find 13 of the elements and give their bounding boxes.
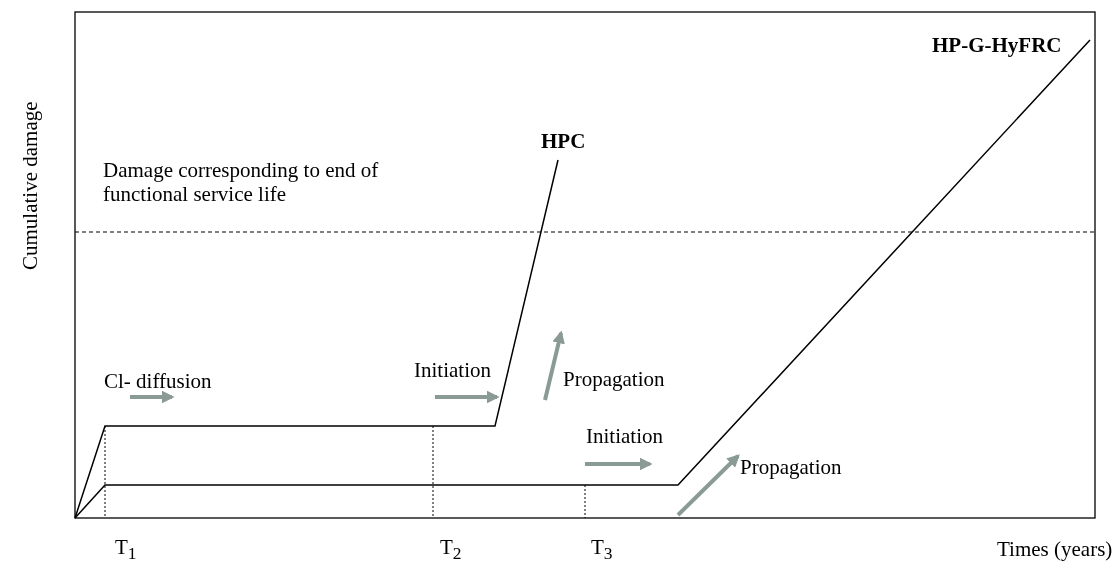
time-label: T$_{1}$ (115, 535, 137, 564)
annotation-text: Initiation (414, 358, 491, 383)
series-label: HP-G-HyFRC (932, 33, 1062, 58)
annotation-text: Propagation (563, 367, 665, 392)
axis-label: Times (years) (997, 537, 1112, 562)
annotation-text: Initiation (586, 424, 663, 449)
time-label: T$_{2}$ (440, 535, 462, 564)
annotation-text: Damage corresponding to end of functional service life (103, 158, 380, 207)
annotation-text: Cl- diffusion (104, 369, 212, 394)
annotation-text: Propagation (740, 455, 842, 480)
series-label: HPC (541, 129, 586, 154)
axis-label: Cumulative damage (18, 101, 43, 270)
time-label: T$_{3}$ (591, 535, 613, 564)
